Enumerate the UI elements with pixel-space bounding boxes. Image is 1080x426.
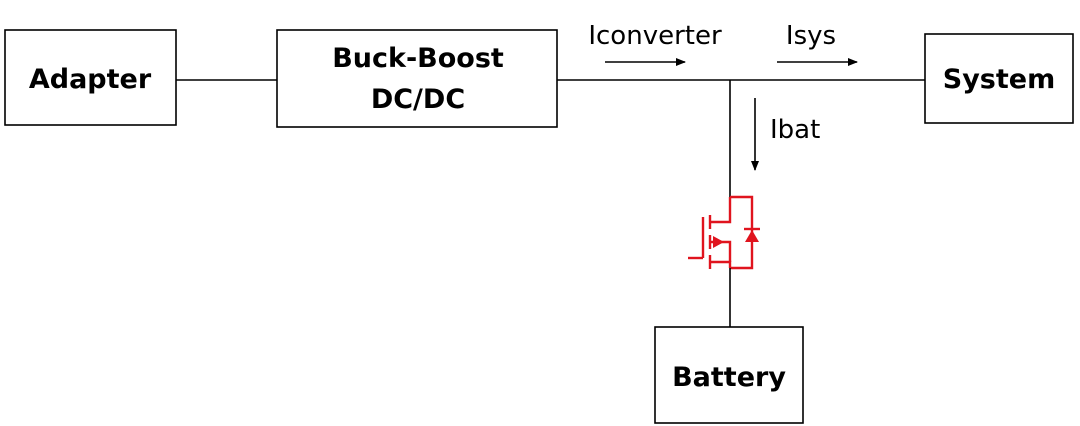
system-label: System: [943, 64, 1055, 95]
ibat-label: Ibat: [770, 115, 820, 145]
converter-label-line1: Buck-Boost: [332, 43, 504, 74]
adapter-label: Adapter: [29, 64, 152, 95]
mosfet-drain-lead: [710, 197, 732, 224]
adapter-block: Adapter: [4, 29, 177, 126]
isys-label: Isys: [786, 21, 836, 51]
iconverter-label: Iconverter: [588, 21, 722, 51]
battery-label: Battery: [672, 362, 786, 393]
diode-triangle: [745, 230, 759, 242]
battery-block: Battery: [654, 326, 804, 424]
converter-block: Buck-Boost DC/DC: [276, 29, 558, 128]
system-block: System: [924, 33, 1074, 124]
mosfet-source-lead: [710, 260, 732, 268]
converter-label-line2: DC/DC: [371, 84, 465, 115]
mosfet-body-arrow: [713, 236, 724, 248]
diode-wire: [730, 195, 754, 270]
mosfet-symbol: [688, 195, 754, 270]
